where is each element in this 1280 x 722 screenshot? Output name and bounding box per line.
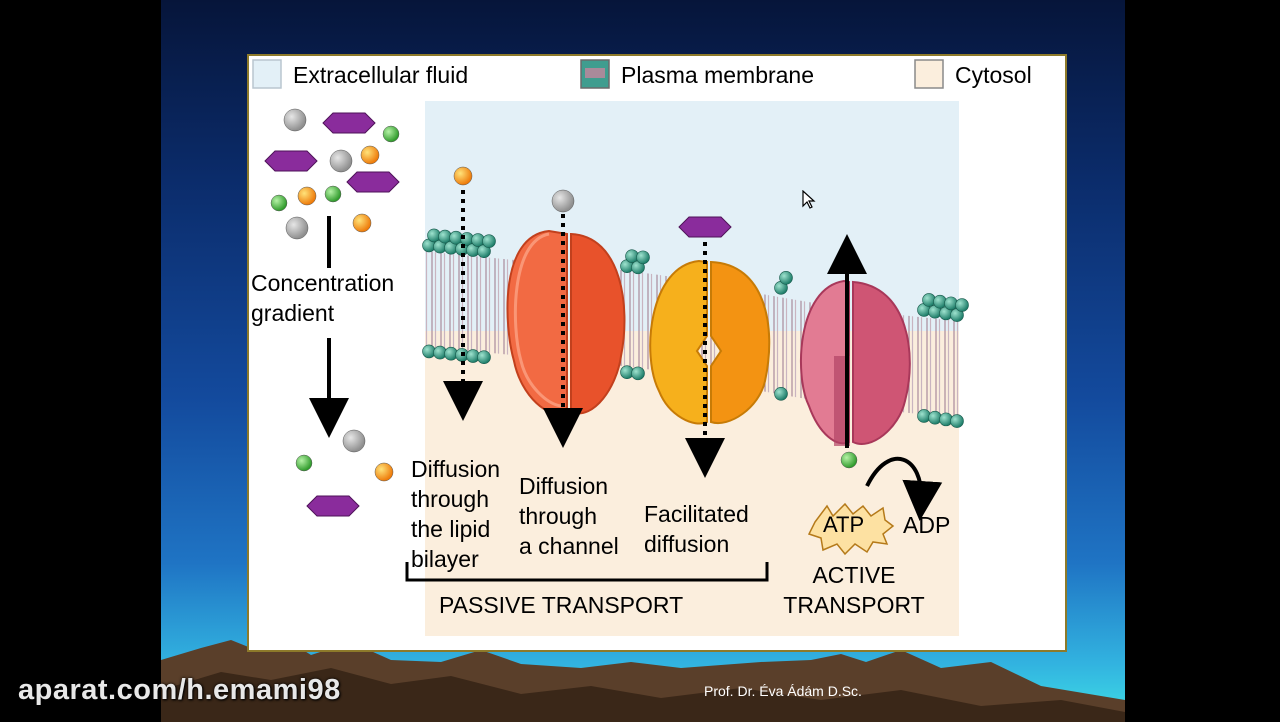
lipid-label-line4: bilayer — [411, 546, 479, 572]
lipid-label-line1: Diffusion — [411, 456, 501, 482]
atp-label: ATP — [823, 512, 865, 537]
solute-particle — [551, 189, 575, 213]
passive-transport-bracket — [405, 562, 769, 582]
solute-particle — [453, 166, 473, 186]
atp-burst — [807, 502, 895, 556]
lipid-head — [779, 271, 793, 285]
solute-hexagon — [306, 495, 360, 517]
solute-particle — [324, 185, 342, 203]
solute-particle — [283, 108, 307, 132]
legend-label-cytosol: Cytosol — [955, 62, 1032, 88]
solute-hexagon — [346, 171, 400, 193]
solute-particle — [360, 145, 380, 165]
slide-author: Prof. Dr. Éva Ádám D.Sc. — [704, 683, 862, 699]
solute-hexagon — [264, 150, 318, 172]
carrier-protein — [649, 259, 771, 425]
lipid-label-line2: through — [411, 486, 490, 512]
solute-particle — [342, 429, 366, 453]
lipid-head — [774, 387, 788, 401]
passive-transport-label: PASSIVE TRANSPORT — [439, 592, 684, 618]
legend-swatch-extracellular — [252, 59, 282, 89]
channel-label-line2: through — [519, 503, 598, 529]
adp-label: ADP — [903, 512, 951, 538]
lipid-head — [950, 414, 964, 428]
solute-particle — [329, 149, 353, 173]
active-transport-label-line1: ACTIVE — [812, 562, 896, 588]
gradient-label-line2: gradient — [251, 300, 335, 326]
solute-particle — [374, 462, 394, 482]
mountain-silhouette — [161, 636, 1125, 722]
lipid-head — [955, 298, 969, 312]
solute-particle — [285, 216, 309, 240]
facilitated-label-line2: diffusion — [644, 531, 730, 557]
legend-label-extracellular: Extracellular fluid — [293, 62, 469, 88]
solute-particle — [295, 454, 313, 472]
channel-protein — [506, 229, 626, 415]
lipid-head — [631, 366, 645, 381]
solute-particle — [297, 186, 317, 206]
legend-label-membrane: Plasma membrane — [621, 62, 815, 88]
lipid-head — [482, 234, 496, 248]
solute-hexagon — [322, 112, 376, 134]
channel-label-line3: a channel — [519, 533, 619, 559]
diagram-panel: Extracellular fluid Plasma membrane Cyto… — [247, 54, 1067, 652]
solute-particle — [352, 213, 372, 233]
legend-swatch-cytosol — [914, 59, 944, 89]
lipid-label-line3: the lipid — [411, 516, 491, 542]
facilitated-label-line1: Facilitated — [644, 501, 749, 527]
pump-protein — [800, 279, 911, 446]
solute-hexagon — [678, 216, 732, 238]
atp-to-adp-arrow — [865, 456, 943, 521]
mouse-cursor-icon — [802, 190, 816, 209]
slide-background: Extracellular fluid Plasma membrane Cyto… — [161, 0, 1125, 722]
channel-label-line1: Diffusion — [519, 473, 609, 499]
solute-particle — [382, 125, 400, 143]
membrane-transport-diagram — [252, 59, 969, 636]
solute-particle — [270, 194, 288, 212]
lipid-head — [636, 250, 650, 265]
solute-particle — [840, 451, 858, 469]
gradient-label-line1: Concentration — [251, 270, 395, 296]
watermark-text: aparat.com/h.emami98 — [18, 674, 341, 706]
solute-molecules — [264, 108, 858, 517]
active-transport-label-line2: TRANSPORT — [783, 592, 925, 618]
lipid-head — [477, 350, 491, 364]
